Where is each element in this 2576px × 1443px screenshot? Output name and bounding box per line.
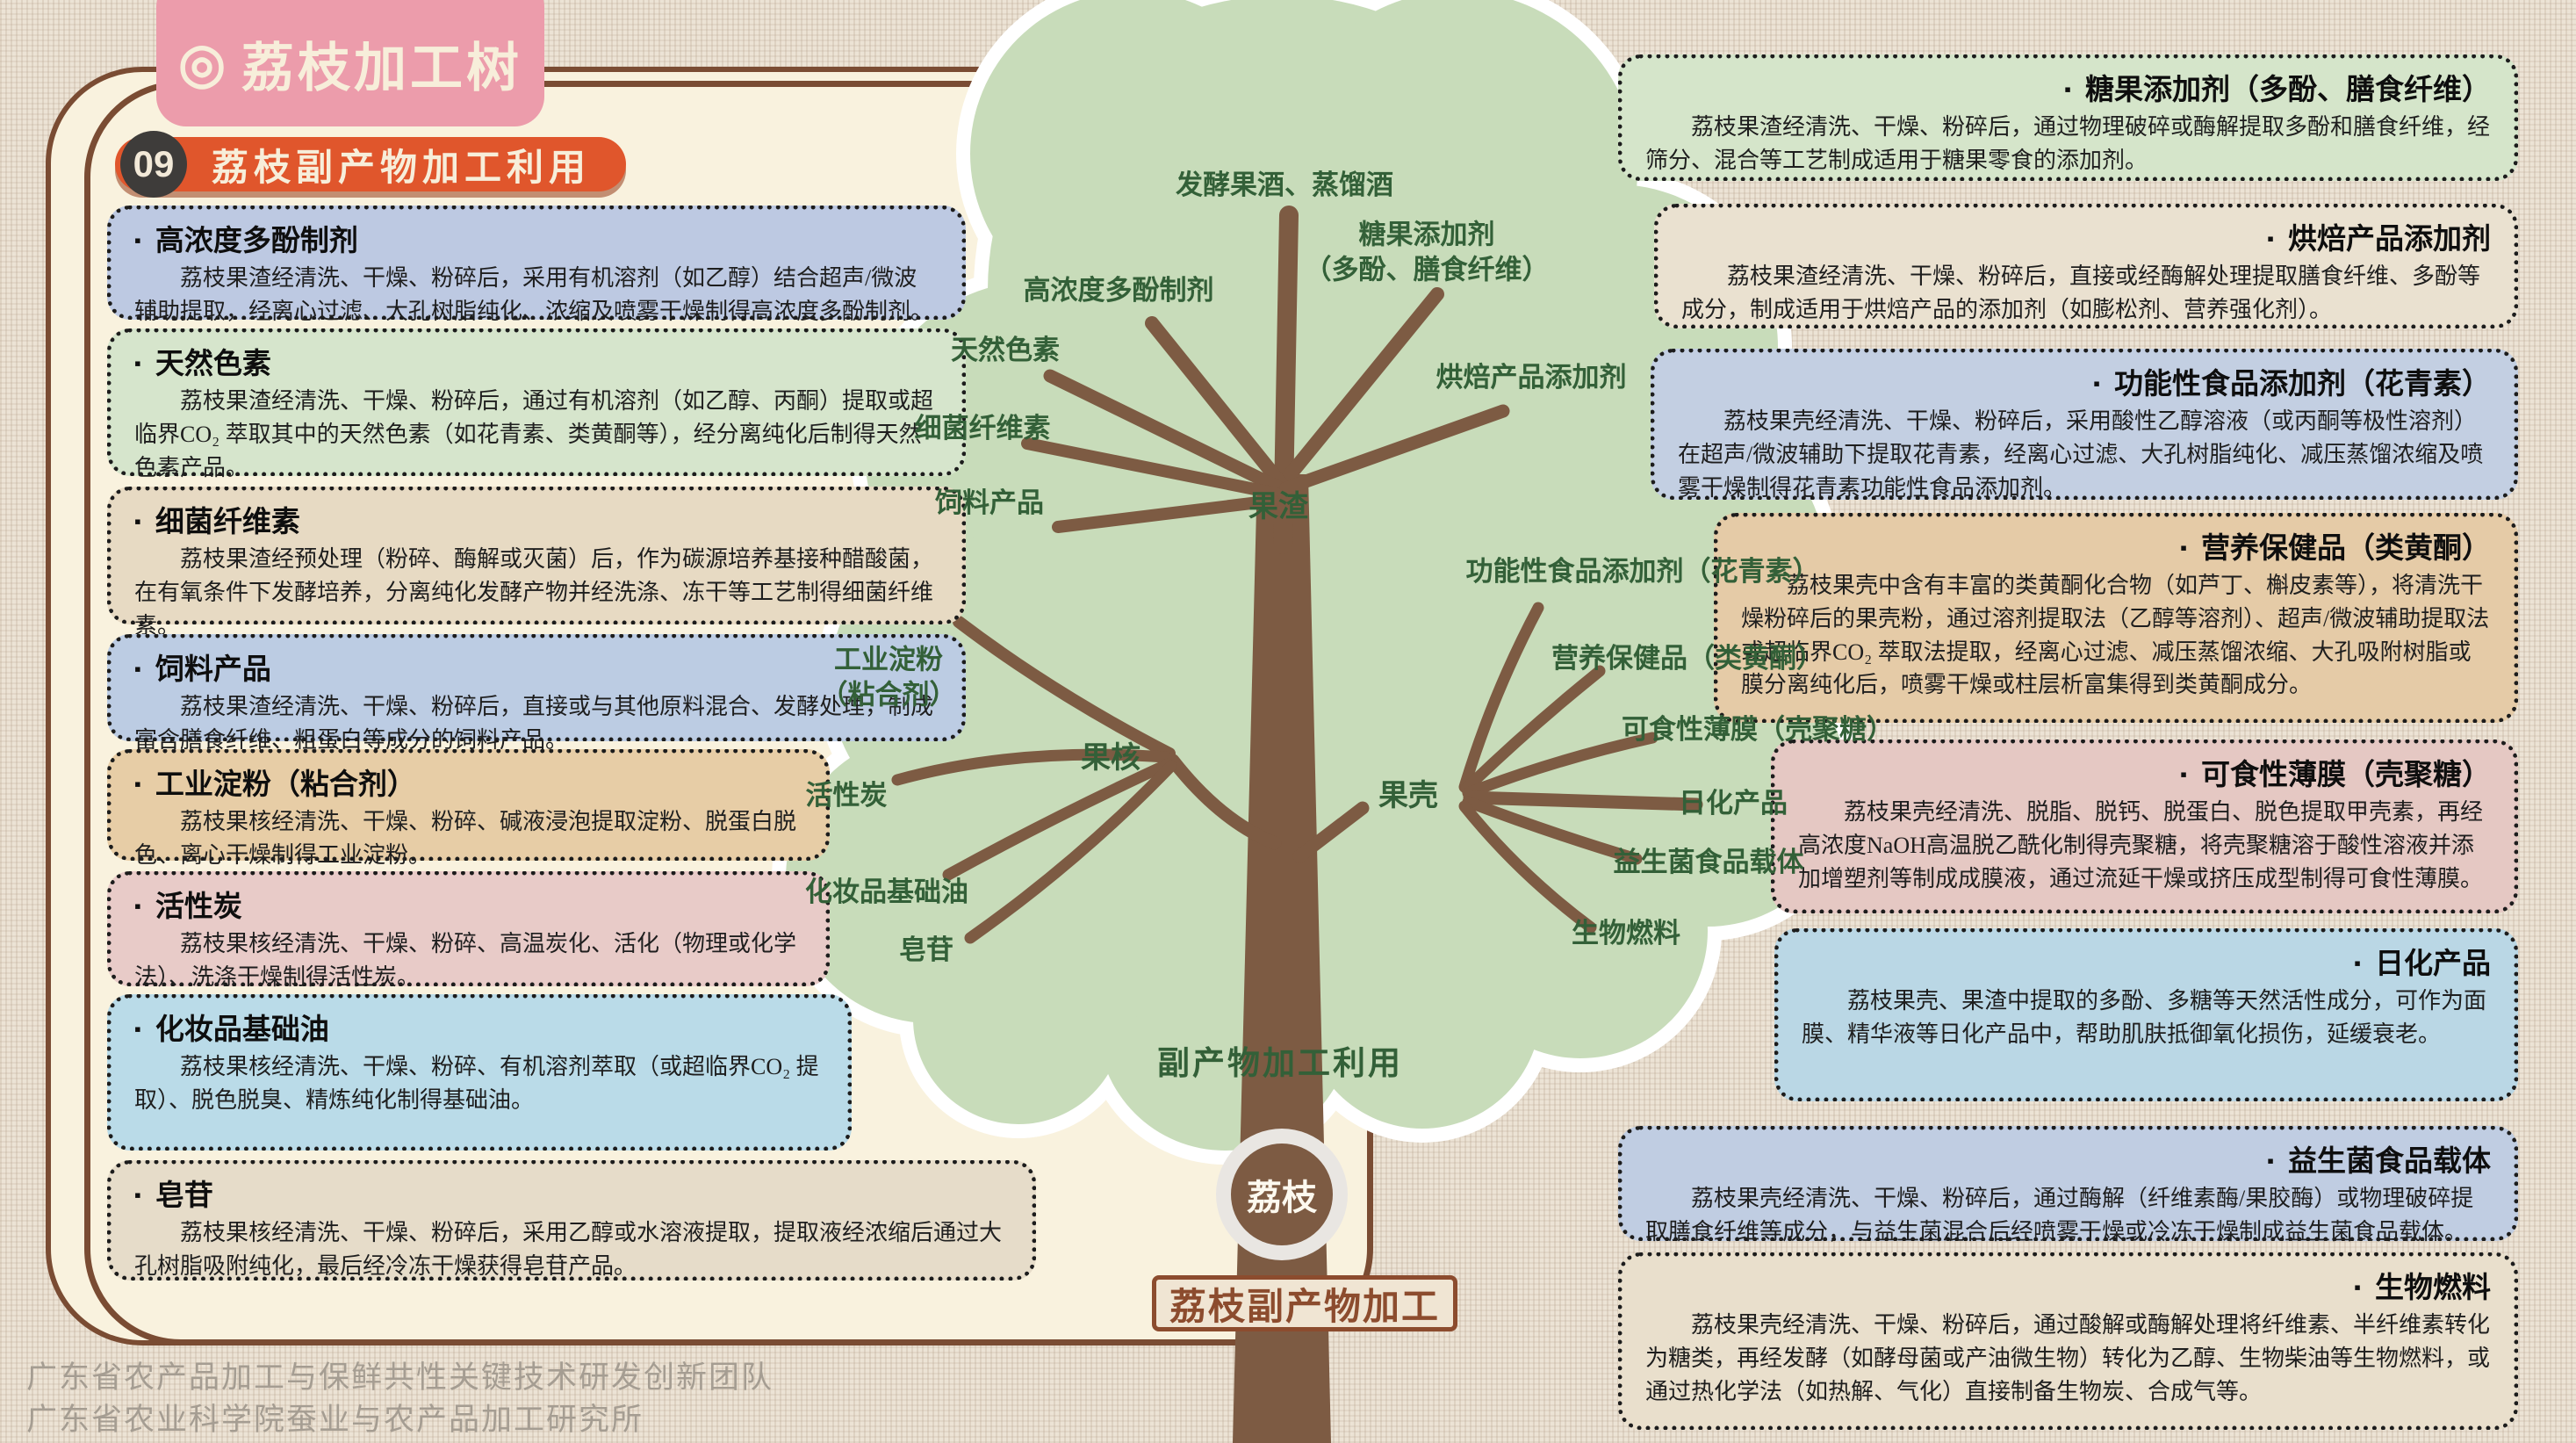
box-body: 荔枝果核经清洗、干燥、粉碎、碱液浸泡提取淀粉、脱蛋白脱色、离心干燥制得工业淀粉。	[134, 809, 797, 868]
box-title: 益生菌食品载体	[2288, 1144, 2491, 1177]
box-body: 荔枝果渣经清洗、干燥、粉碎后，直接或经酶解处理提取膳食纤维、多酚等成分，制成适用…	[1681, 263, 2481, 322]
box-body: 荔枝果壳、果渣中提取的多酚、多糖等天然活性成分，可作为面膜、精华液等日化产品中，…	[1802, 988, 2487, 1047]
box-title: 烘焙产品添加剂	[2288, 222, 2491, 255]
box-title: 高浓度多酚制剂	[155, 224, 358, 256]
tree-label-activated-carbon: 活性炭	[805, 779, 888, 811]
info-box-bacterial-cellulose: ▪ 细菌纤维素 荔枝果渣经预处理（粉碎、酶解或灭菌）后，作为碳源培养基接种醋酸菌，…	[107, 487, 966, 639]
info-box-natural-pigment: ▪ 天然色素 荔枝果渣经清洗、干燥、粉碎后，通过有机溶剂（如乙醇、丙酮）提取或超临…	[107, 328, 966, 480]
bullet-icon: ▪	[2267, 1149, 2274, 1172]
box-title: 日化产品	[2375, 947, 2491, 979]
bullet-icon: ▪	[2180, 762, 2187, 785]
tree-label-cosmetic-base-oil: 化妆品基础油	[805, 876, 968, 907]
bullet-icon: ▪	[2354, 1275, 2361, 1298]
bullet-icon: ▪	[134, 1017, 141, 1040]
bullet-icon: ▪	[134, 772, 141, 795]
box-title: 营养保健品（类黄酮）	[2201, 531, 2491, 564]
info-box-activated-carbon: ▪ 活性炭 荔枝果核经清洗、干燥、粉碎、高温炭化、活化（物理或化学法）、洗涤干燥制…	[107, 871, 830, 990]
bullet-icon: ▪	[134, 509, 141, 532]
box-title: 化妆品基础油	[155, 1013, 329, 1045]
bullet-icon: ▪	[2180, 536, 2187, 559]
info-box-biofuel: ▪ 生物燃料 荔枝果壳经清洗、干燥、粉碎后，通过酸解或酶解处理将纤维素、半纤维素转…	[1618, 1252, 2518, 1430]
bullseye-icon: ◎	[177, 32, 227, 94]
box-body: 荔枝果渣经清洗、干燥、粉碎后，通过有机溶剂（如乙醇、丙酮）提取或超临界CO₂ 萃…	[134, 388, 934, 480]
section-badge: 09 荔枝副产物加工利用	[115, 131, 626, 198]
box-title: 工业淀粉（粘合剂）	[155, 768, 416, 800]
footer-credit-institute: 广东省农业科学院蚕业与农产品加工研究所	[26, 1403, 644, 1437]
box-title: 活性炭	[155, 890, 242, 922]
tree-label-daily-chemical: 日化产品	[1679, 787, 1788, 819]
bullet-icon: ▪	[2267, 227, 2274, 249]
info-box-industrial-starch: ▪ 工业淀粉（粘合剂） 荔枝果核经清洗、干燥、粉碎、碱液浸泡提取淀粉、脱蛋白脱色、…	[107, 749, 830, 868]
tree-label-candy-additive: 糖果添加剂 （多酚、膳食纤维）	[1304, 219, 1550, 285]
bullet-icon: ▪	[134, 228, 141, 251]
bullet-icon: ▪	[134, 657, 141, 680]
bullet-icon: ▪	[2354, 951, 2361, 974]
tree-label-polyphenol: 高浓度多酚制剂	[1023, 274, 1214, 306]
box-title: 生物燃料	[2375, 1271, 2491, 1303]
tree-label-baking-additive: 烘焙产品添加剂	[1436, 361, 1627, 393]
bullet-icon: ▪	[134, 894, 141, 917]
info-box-edible-film: ▪ 可食性薄膜（壳聚糖） 荔枝果壳经清洗、脱脂、脱钙、脱蛋白、脱色提取甲壳素，再经…	[1771, 740, 2518, 913]
info-box-probiotic-carrier: ▪ 益生菌食品载体 荔枝果壳经清洗、干燥、粉碎后，通过酶解（纤维素酶/果胶酶）或物…	[1618, 1126, 2518, 1245]
box-body: 荔枝果核经清洗、干燥、粉碎、有机溶剂萃取（或超临界CO₂ 提取）、脱色脱臭、精炼…	[134, 1054, 819, 1113]
box-body: 荔枝果壳经清洗、脱脂、脱钙、脱蛋白、脱色提取甲壳素，再经高浓度NaOH高温脱乙酰…	[1798, 799, 2484, 891]
box-body: 荔枝果核经清洗、干燥、粉碎、高温炭化、活化（物理或化学法）、洗涤干燥制得活性炭。	[134, 931, 797, 990]
section-title: 荔枝副产物加工利用	[211, 146, 591, 188]
info-box-baking-additive: ▪ 烘焙产品添加剂 荔枝果渣经清洗、干燥、粉碎后，直接或经酶解处理提取膳食纤维、多…	[1654, 204, 2518, 328]
tree-label-natural-pigment: 天然色素	[951, 334, 1060, 365]
info-box-feed-product: ▪ 饲料产品 荔枝果渣经清洗、干燥、粉碎后，直接或与其他原料混合、发酵处理，制成富…	[107, 634, 966, 753]
tree-label-edible-film: 可食性薄膜（壳聚糖）	[1622, 713, 1894, 745]
info-box-nutraceutical: ▪ 营养保健品（类黄酮） 荔枝果壳中含有丰富的类黄酮化合物（如芦丁、槲皮素等），将…	[1714, 513, 2518, 723]
bullet-icon: ▪	[134, 1183, 141, 1206]
poster-title: 荔枝加工树	[241, 39, 523, 97]
poster-title-box: ◎ 荔枝加工树	[156, 0, 544, 126]
lychee-root-node: 荔枝	[1216, 1129, 1348, 1260]
tree-branches	[891, 206, 1703, 944]
tree-hub-shell: 果壳	[1378, 778, 1438, 812]
lychee-root-label: 荔枝	[1231, 1144, 1333, 1245]
box-title: 饲料产品	[155, 653, 271, 685]
box-body: 荔枝果壳经清洗、干燥、粉碎后，采用酸性乙醇溶液（或丙酮等极性溶剂）在超声/微波辅…	[1678, 408, 2484, 501]
box-body: 荔枝果壳中含有丰富的类黄酮化合物（如芦丁、槲皮素等），将清洗干燥粉碎后的果壳粉，…	[1741, 573, 2490, 698]
tree-label-fermented-wine: 发酵果酒、蒸馏酒	[1176, 169, 1393, 200]
tree-label-probiotic-carrier: 益生菌食品载体	[1613, 846, 1804, 877]
info-box-saponin: ▪ 皂苷 荔枝果核经清洗、干燥、粉碎后，采用乙醇或水溶液提取，提取液经浓缩后通过大…	[107, 1160, 1036, 1281]
tree-label-bacterial-cellulose: 细菌纤维素	[914, 412, 1051, 444]
tree-label-industrial-starch: 工业淀粉 （粘合剂）	[820, 644, 957, 711]
info-box-polyphenol: ▪ 高浓度多酚制剂 荔枝果渣经清洗、干燥、粉碎后，采用有机溶剂（如乙醇）结合超声/…	[107, 206, 966, 324]
box-title: 皂苷	[155, 1179, 213, 1211]
tree-label-saponin: 皂苷	[899, 934, 953, 965]
box-body: 荔枝果壳经清洗、干燥、粉碎后，通过酸解或酶解处理将纤维素、半纤维素转化为糖类，再…	[1645, 1312, 2491, 1404]
box-title: 可食性薄膜（壳聚糖）	[2201, 758, 2491, 790]
tree-caption-byproduct-utilization: 副产物加工利用	[1157, 1044, 1403, 1081]
box-body: 荔枝果渣经清洗、干燥、粉碎后，通过物理破碎或酶解提取多酚和膳食纤维，经筛分、混合…	[1645, 114, 2491, 173]
info-box-candy-additive: ▪ 糖果添加剂（多酚、膳食纤维） 荔枝果渣经清洗、干燥、粉碎后，通过物理破碎或酶解…	[1618, 54, 2518, 181]
info-box-daily-chemical: ▪ 日化产品 荔枝果壳、果渣中提取的多酚、多糖等天然活性成分，可作为面膜、精华液等…	[1774, 928, 2518, 1101]
info-box-cosmetic-base-oil: ▪ 化妆品基础油 荔枝果核经清洗、干燥、粉碎、有机溶剂萃取（或超临界CO₂ 提取）…	[107, 994, 852, 1151]
tree-label-feed-product: 饲料产品	[935, 487, 1044, 518]
tree-label-nutraceutical: 营养保健品（类黄酮）	[1551, 642, 1824, 674]
box-title: 糖果添加剂（多酚、膳食纤维）	[2085, 73, 2491, 105]
box-title: 功能性食品添加剂（花青素）	[2114, 367, 2491, 400]
bullet-icon: ▪	[134, 351, 141, 374]
box-body: 荔枝果核经清洗、干燥、粉碎后，采用乙醇或水溶液提取，提取液经浓缩后通过大孔树脂吸…	[134, 1220, 1003, 1279]
byproduct-processing-banner: 荔枝副产物加工	[1152, 1275, 1457, 1331]
box-body: 荔枝果渣经清洗、干燥、粉碎后，采用有机溶剂（如乙醇）结合超声/微波辅助提取，经离…	[134, 265, 934, 324]
tree-label-functional-food-additive: 功能性食品添加剂（花青素）	[1465, 555, 1820, 587]
info-box-functional-food-additive: ▪ 功能性食品添加剂（花青素） 荔枝果壳经清洗、干燥、粉碎后，采用酸性乙醇溶液（或…	[1651, 349, 2518, 501]
box-body: 荔枝果渣经清洗、干燥、粉碎后，直接或与其他原料混合、发酵处理，制成富含膳食纤维、…	[134, 694, 934, 753]
box-body: 荔枝果渣经预处理（粉碎、酶解或灭菌）后，作为碳源培养基接种醋酸菌，在有氧条件下发…	[134, 546, 934, 639]
tree-hub-pomace: 果渣	[1248, 489, 1308, 523]
box-title: 天然色素	[155, 347, 271, 379]
footer-credit-team: 广东省农产品加工与保鲜共性关键技术研发创新团队	[26, 1360, 774, 1395]
bullet-icon: ▪	[2064, 77, 2071, 100]
section-number: 09	[120, 131, 187, 198]
tree-label-biofuel: 生物燃料	[1572, 917, 1680, 949]
tree-hub-seed: 果核	[1081, 740, 1140, 775]
box-body: 荔枝果壳经清洗、干燥、粉碎后，通过酶解（纤维素酶/果胶酶）或物理破碎提取膳食纤维…	[1645, 1186, 2474, 1245]
box-title: 细菌纤维素	[155, 505, 300, 538]
bullet-icon: ▪	[2093, 372, 2100, 394]
